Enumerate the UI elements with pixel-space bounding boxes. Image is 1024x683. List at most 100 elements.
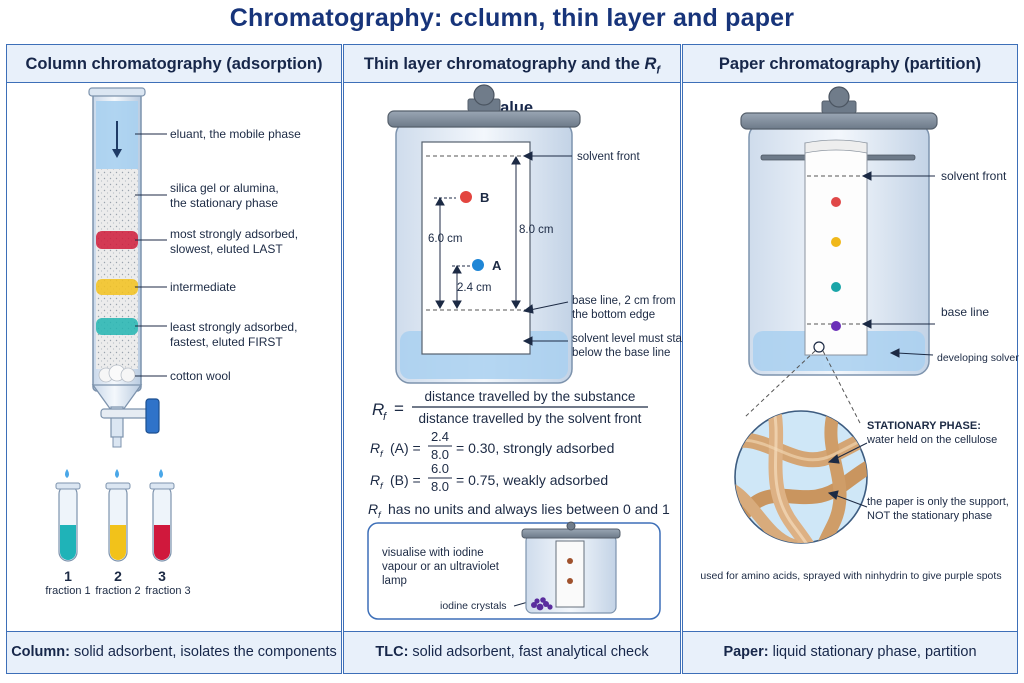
tlc-spot-a	[472, 259, 484, 271]
fraction-3-number: 3	[158, 568, 166, 584]
paper-panel-heading: Paper chromatography (partition)	[683, 45, 1017, 83]
column-panel-heading: Column chromatography (adsorption)	[7, 45, 341, 83]
column-panel-footer: Column: solid adsorbent, isolates the co…	[7, 631, 341, 673]
svg-text:distance travelled by the solv: distance travelled by the solvent front	[419, 411, 642, 426]
paper-spot-red	[831, 197, 841, 207]
svg-text:f: f	[380, 449, 384, 460]
fraction-tube-1	[55, 469, 81, 562]
tlc-spot-a-label: A	[492, 258, 502, 273]
svg-text:f: f	[383, 411, 387, 423]
svg-text:R: R	[370, 472, 380, 488]
cotton-wool	[98, 364, 136, 383]
paper-strip	[804, 142, 868, 356]
paper-base-line-label: base line	[941, 305, 989, 319]
svg-text:= 0.30, strongly adsorbed: = 0.30, strongly adsorbed	[456, 440, 614, 456]
fraction-1-label: fraction 1	[45, 585, 90, 597]
inset-crystals-label: iodine crystals	[440, 600, 507, 612]
tlc-footer-bold: TLC:	[375, 644, 409, 660]
paper-chromatography-panel: Paper chromatography (partition)	[682, 44, 1019, 674]
most-adsorbed-label-line1: most strongly adsorbed,	[170, 227, 298, 241]
tlc-spot-b	[460, 191, 472, 203]
stopcock-handle[interactable]	[145, 398, 160, 434]
tlc-base-line-label-1: base line, 2 cm from	[572, 295, 676, 307]
svg-text:f: f	[380, 481, 384, 492]
stopcock-barrel	[100, 408, 150, 419]
most-adsorbed-label-line2: slowest, eluted LAST	[170, 242, 283, 256]
least-adsorbed-label-line1: least strongly adsorbed,	[170, 320, 297, 334]
drop-icon	[65, 469, 69, 478]
tlc-spot-b-label: B	[480, 190, 489, 205]
tlc-heading-pre: Thin layer chromatography and the	[363, 55, 645, 73]
paper-panel-footer: Paper: liquid stationary phase, partitio…	[683, 631, 1017, 673]
tlc-solvent-level-label-1: solvent level must stay	[572, 333, 682, 345]
tlc-solvent-front-label: solvent front	[577, 151, 640, 163]
magnify-connector-left	[744, 350, 816, 418]
rf-a-calculation: R f (A) = 2.4 8.0 = 0.30, strongly adsor…	[370, 429, 614, 462]
developing-solvent-label: developing solvent	[937, 352, 1019, 364]
fraction-tube-2	[105, 469, 131, 562]
rf-definition-formula: R f = distance travelled by the substanc…	[372, 389, 648, 426]
stationary-phase-label-text: water held on the cellulose	[866, 434, 997, 446]
tlc-solvent-level-label-2: below the base line	[572, 347, 670, 359]
drop-icon	[159, 469, 163, 478]
paper-jar-lid	[740, 86, 938, 130]
paper-roll	[804, 139, 868, 154]
tlc-measure-a	[452, 264, 470, 310]
cellulose-magnified-view	[734, 410, 868, 544]
column-taper	[91, 384, 143, 411]
fraction-tube-3	[149, 469, 175, 562]
column-footer-bold: Column:	[11, 644, 70, 660]
svg-text:2.4: 2.4	[431, 429, 449, 444]
svg-text:R: R	[372, 400, 384, 419]
paper-spot-teal	[831, 282, 841, 292]
iodine-jar	[521, 521, 621, 614]
band-intermediate	[96, 279, 138, 295]
silica-label-line2: the stationary phase	[170, 196, 278, 210]
fraction-1-number: 1	[64, 568, 72, 584]
paper-solvent-front-label: solvent front	[941, 169, 1007, 183]
support-label-line1: the paper is only the support,	[867, 496, 1009, 508]
rf-b-calculation: R f (B) = 6.0 8.0 = 0.75, weakly adsorbe…	[370, 461, 608, 494]
inset-text-1: visualise with iodine	[382, 547, 484, 559]
fraction-2-number: 2	[114, 568, 122, 584]
tlc-diagram: B A 6.0 cm 2.4 cm 8.0 cm	[367, 84, 682, 620]
svg-text:=: =	[394, 399, 404, 418]
inset-text-3: lamp	[382, 575, 407, 587]
tlc-heading-r: R	[644, 55, 657, 73]
cotton-wool-label: cotton wool	[170, 369, 231, 383]
tlc-plate	[421, 141, 531, 355]
tlc-panel-footer: TLC: solid adsorbent, fast analytical ch…	[344, 631, 680, 673]
svg-text:f: f	[378, 510, 382, 521]
iodine-crystals-icon	[531, 597, 553, 611]
band-most-adsorbed	[96, 231, 138, 249]
magnify-point	[813, 341, 825, 353]
column-diagram: eluant, the mobile phase silica gel or a…	[45, 87, 301, 597]
tlc-base-line-label-2: the bottom edge	[572, 309, 655, 321]
column-rim	[88, 87, 146, 97]
eluant-label: eluant, the mobile phase	[170, 127, 301, 141]
eluant-flow-arrowhead	[112, 149, 122, 158]
svg-text:(A) =: (A) =	[390, 440, 421, 456]
inset-text-2: vapour or an ultraviolet	[382, 561, 500, 573]
paper-spot-yellow	[831, 237, 841, 247]
paper-spot-purple	[831, 321, 841, 331]
svg-text:= 0.75, weakly adsorbed: = 0.75, weakly adsorbed	[456, 472, 608, 488]
rf-note: R f has no units and always lies between…	[368, 501, 670, 521]
tlc-measure-b	[434, 196, 456, 310]
svg-text:6.0: 6.0	[431, 461, 449, 476]
tlc-footer-text: solid adsorbent, fast analytical check	[408, 644, 649, 660]
band-least-adsorbed	[96, 318, 138, 335]
silica-label-line1: silica gel or alumina,	[170, 181, 279, 195]
tlc-distance-solvent: 8.0 cm	[519, 224, 554, 236]
iodine-tlc-plate	[555, 540, 585, 608]
tlc-heading-sub: f	[656, 64, 661, 77]
tlc-distance-b: 6.0 cm	[428, 233, 463, 245]
svg-text:8.0: 8.0	[431, 479, 449, 494]
tlc-jar-lid	[387, 84, 581, 128]
least-adsorbed-label-line2: fastest, eluted FIRST	[170, 335, 283, 349]
svg-text:distance travelled by the subs: distance travelled by the substance	[425, 389, 636, 404]
tlc-distance-a: 2.4 cm	[457, 282, 492, 294]
column-footer-text: solid adsorbent, isolates the components	[69, 644, 337, 660]
svg-text:has no units and always lies b: has no units and always lies between 0 a…	[388, 501, 670, 517]
paper-footer-text: liquid stationary phase, partition	[768, 644, 977, 660]
